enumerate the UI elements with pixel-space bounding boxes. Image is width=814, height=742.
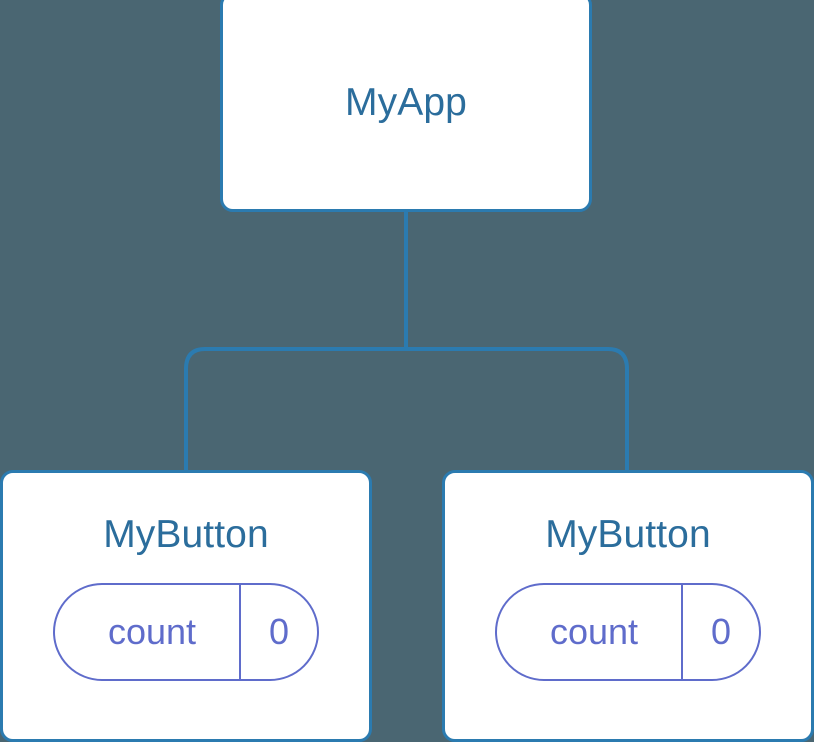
node-myapp[interactable]: MyApp (220, 0, 592, 212)
prop-value-label: 0 (681, 585, 759, 679)
edge-root-to-child-right (406, 347, 629, 474)
edge-root-to-child-left (184, 347, 406, 474)
prop-key-label: count (549, 611, 639, 652)
prop-value-label: 0 (239, 585, 317, 679)
node-mybutton-left-title: MyButton (103, 513, 269, 556)
prop-pill-count-left[interactable]: count 0 (53, 583, 319, 681)
prop-pill-count-right[interactable]: count 0 (495, 583, 761, 681)
node-mybutton-right-title: MyButton (545, 513, 711, 556)
node-mybutton-right[interactable]: MyButton count 0 (442, 470, 814, 742)
node-mybutton-left[interactable]: MyButton count 0 (0, 470, 372, 742)
node-myapp-title: MyApp (345, 80, 467, 124)
prop-key-label: count (107, 611, 197, 652)
